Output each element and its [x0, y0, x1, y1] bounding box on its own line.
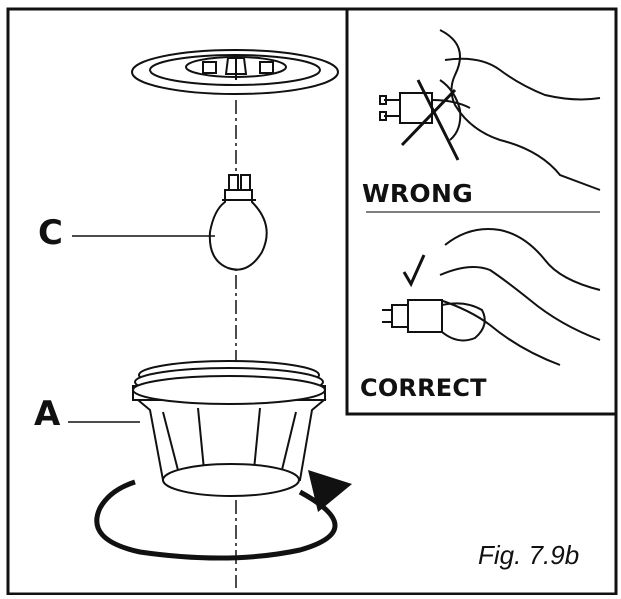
figure-caption: Fig. 7.9b — [478, 540, 580, 570]
label-part-a: A — [34, 394, 61, 434]
label-wrong: WRONG — [362, 179, 474, 208]
lens-cap — [131, 49, 339, 95]
check-mark-icon — [402, 254, 426, 288]
cross-mark-icon — [400, 79, 460, 161]
correct-hand-illustration — [382, 228, 601, 366]
label-part-c: C — [38, 213, 63, 253]
rotation-arrow-icon — [94, 470, 352, 561]
bulb-holder — [132, 360, 327, 497]
bulb — [208, 174, 268, 271]
label-correct: CORRECT — [360, 374, 487, 402]
